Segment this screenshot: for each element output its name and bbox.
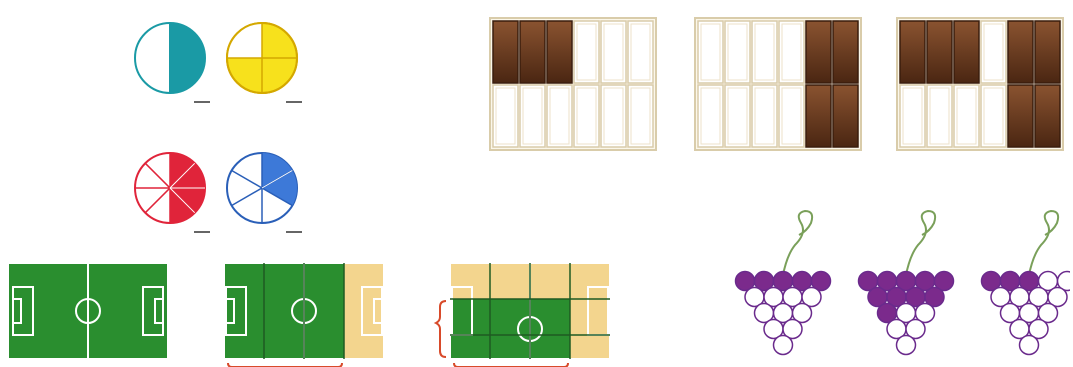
chocolate-piece-shaded (806, 21, 831, 83)
chocolate-piece-empty (779, 85, 804, 147)
chocolate-piece-empty (493, 85, 518, 147)
chocolate-piece-empty (574, 85, 599, 147)
chocolate-piece-empty (698, 85, 723, 147)
grape-bunches-panel (725, 205, 1070, 365)
soccer-fields-panel (0, 255, 620, 367)
grape-empty (774, 336, 793, 355)
chocolate-bar-1 (490, 18, 656, 150)
chocolate-piece-empty (601, 85, 626, 147)
chocolate-piece-empty (628, 21, 653, 83)
circle-halves (135, 23, 205, 93)
chocolate-piece-shaded (806, 85, 831, 147)
chocolate-bar-2 (695, 18, 861, 150)
bracket-field-3-side (436, 301, 446, 357)
chocolate-piece-empty (574, 21, 599, 83)
bracket-field-2 (228, 363, 342, 367)
chocolate-piece-empty (628, 85, 653, 147)
chocolate-piece-shaded (1035, 21, 1060, 83)
chocolate-piece-empty (698, 21, 723, 83)
bracket-field-3-bottom (454, 363, 568, 367)
chocolate-piece-shaded (927, 21, 952, 83)
grape-bunch-1 (736, 211, 831, 355)
vine-tendril (783, 211, 812, 275)
chocolate-piece-shaded (900, 21, 925, 83)
chocolate-piece-shaded (833, 21, 858, 83)
vine-tendril (1029, 211, 1058, 275)
fraction-circles-panel (110, 10, 340, 240)
chocolate-piece-empty (779, 21, 804, 83)
chocolate-piece-shaded (833, 85, 858, 147)
vine-tendril (906, 211, 935, 275)
circle-eighths (135, 153, 205, 223)
chocolate-piece-empty (927, 85, 952, 147)
grape-empty (1020, 336, 1039, 355)
chocolate-piece-empty (601, 21, 626, 83)
chocolate-piece-shaded (954, 21, 979, 83)
soccer-field-3 (450, 263, 610, 359)
circle-quarters (227, 23, 297, 93)
chocolate-piece-shaded (493, 21, 518, 83)
chocolate-piece-empty (520, 85, 545, 147)
soccer-field-1 (8, 263, 168, 359)
chocolate-piece-empty (900, 85, 925, 147)
chocolate-piece-shaded (547, 21, 572, 83)
chocolate-piece-shaded (520, 21, 545, 83)
chocolate-bar-3 (897, 18, 1063, 150)
chocolate-piece-empty (725, 21, 750, 83)
soccer-field-2 (224, 263, 384, 359)
grape-bunch-2 (859, 211, 954, 355)
chocolate-bars-panel (485, 14, 1065, 154)
chocolate-piece-shaded (1008, 21, 1033, 83)
chocolate-piece-empty (752, 85, 777, 147)
chocolate-piece-empty (725, 85, 750, 147)
chocolate-piece-empty (752, 21, 777, 83)
chocolate-piece-shaded (1008, 85, 1033, 147)
chocolate-piece-empty (547, 85, 572, 147)
grape-empty (897, 336, 916, 355)
circle-sixths (227, 153, 297, 223)
chocolate-piece-empty (954, 85, 979, 147)
chocolate-piece-empty (981, 21, 1006, 83)
chocolate-piece-empty (981, 85, 1006, 147)
grape-bunch-3 (982, 211, 1071, 355)
chocolate-piece-shaded (1035, 85, 1060, 147)
